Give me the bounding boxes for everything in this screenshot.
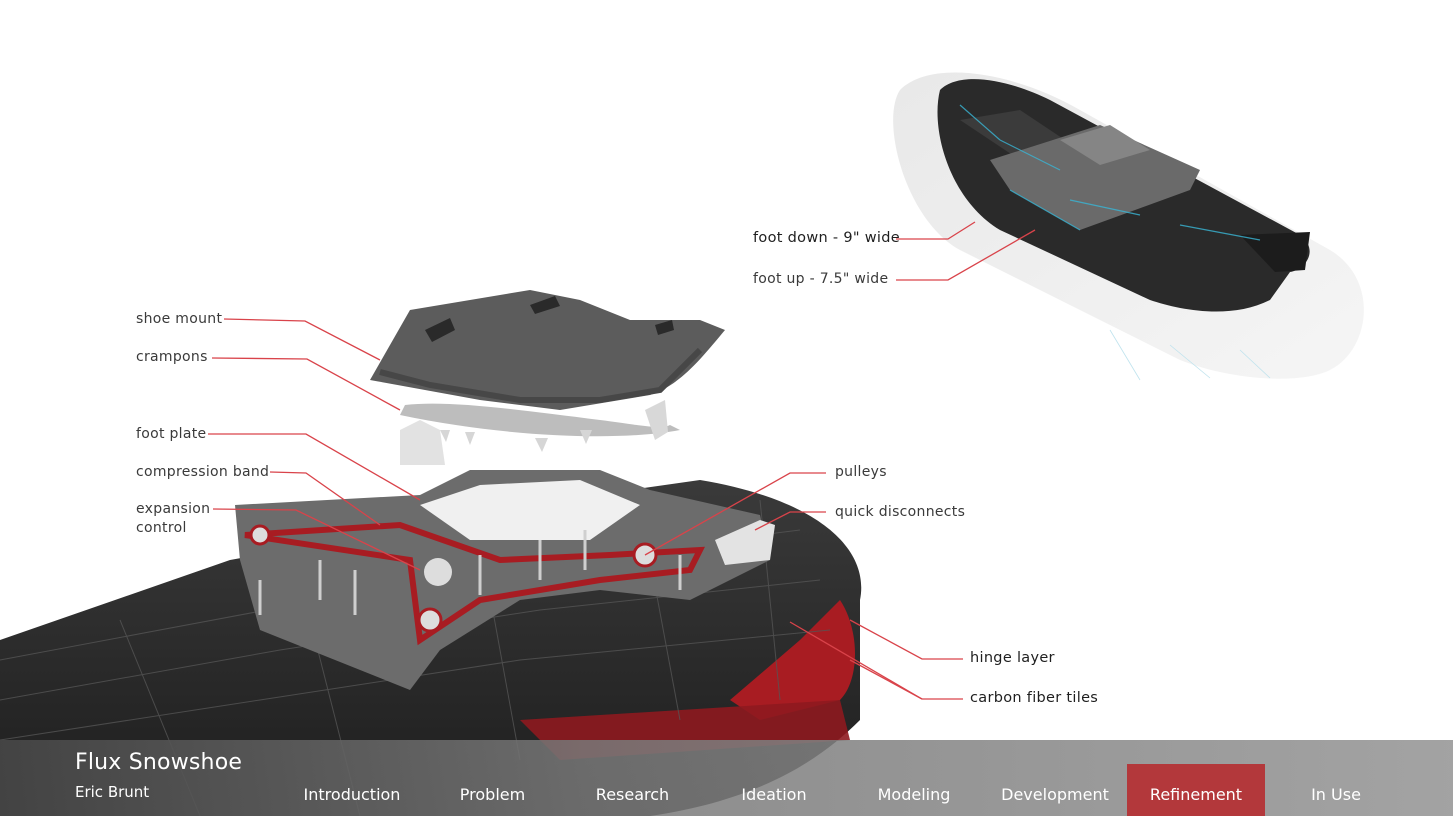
nav-research[interactable]: Research (580, 764, 685, 816)
project-title: Flux Snowshoe (75, 750, 242, 775)
crampons-part (400, 400, 680, 465)
callout-pulleys: pulleys (835, 463, 887, 482)
callout-compression-band: compression band (136, 463, 269, 482)
nav-ideation[interactable]: Ideation (722, 764, 826, 816)
callout-crampons: crampons (136, 348, 208, 367)
callout-hinge-layer: hinge layer (970, 649, 1055, 668)
assembled-render (893, 73, 1364, 380)
nav-modeling[interactable]: Modeling (862, 764, 966, 816)
footer-nav-bar: Flux Snowshoe Eric Brunt Introduction Pr… (0, 740, 1453, 816)
callout-foot-up: foot up - 7.5" wide (753, 270, 888, 289)
callout-expansion-control: expansion control (136, 500, 226, 538)
callout-foot-down: foot down - 9" wide (753, 229, 900, 248)
nav-problem[interactable]: Problem (440, 764, 545, 816)
callout-carbon-fiber-tiles: carbon fiber tiles (970, 689, 1098, 708)
nav-introduction[interactable]: Introduction (296, 764, 408, 816)
callout-quick-disconnects: quick disconnects (835, 503, 965, 522)
callout-shoe-mount: shoe mount (136, 310, 222, 329)
shoe-mount-part (370, 290, 725, 410)
nav-refinement[interactable]: Refinement (1127, 764, 1265, 816)
nav-in-use[interactable]: In Use (1285, 764, 1387, 816)
author-name: Eric Brunt (75, 783, 149, 801)
callout-foot-plate: foot plate (136, 425, 206, 444)
nav-development[interactable]: Development (997, 764, 1113, 816)
